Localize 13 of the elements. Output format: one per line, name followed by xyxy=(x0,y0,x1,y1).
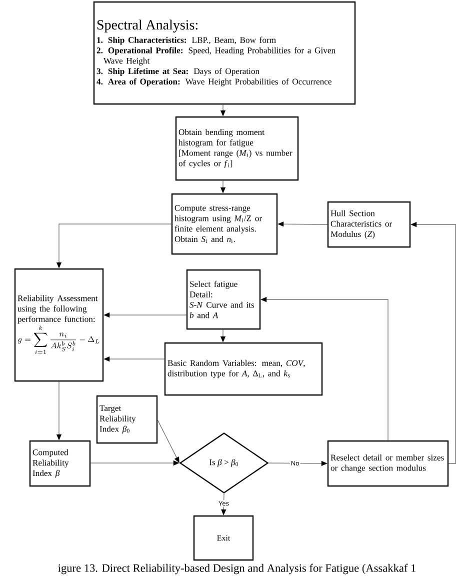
analysis-box: Spectral Analysis: 1. Ship Characteristics: LBP., Beam, Bow form 2. Operational Profile: Speed, Heading Probabilities for a Given Wave Height 3. Ship Lifetime at Sea: Days of Operation 4. Area of Operation: Wave Height Probabilities of Occurrence xyxy=(93,1,356,105)
exit-box: Exit xyxy=(193,515,254,561)
process-box: Computed Reliability Index β xyxy=(29,440,91,487)
process-box: Target Reliability Index β$_{0}$ xyxy=(96,395,158,444)
process-box: Select fatigue Detail: S-N Curve and its b and A xyxy=(186,269,261,330)
caption: igure 13. Direct Reliability-based Design and Analysis for Fatigue (Assakkaf 1 xyxy=(58,564,416,574)
process-box: Reliability Assessment using the following performance function: $g = \sum_{i=1}^{k} \frac{n_i}{A k_S^b S_i^b} - \Delta_L$ xyxy=(14,268,104,382)
process-box: Reselect detail or member sizes or change section modulus xyxy=(327,440,449,487)
arrow xyxy=(157,420,180,463)
process-box: Hull Section Characteristics or Modulus (Z) xyxy=(327,201,411,248)
process-box: Compute stress-range histogram using M$_{i}$/Z or finite element analysis. Obtain S$_{i}$ and n$_{i}$. xyxy=(171,193,278,255)
process-box: Basic Random Variables: mean, COV, distribution type for A, Δ$_{L}$, and k$_{s}$ xyxy=(164,342,323,396)
process-box: Obtain bending moment histogram for fatigue [Moment range (M$_{i}$) vs number of cycles or f$_{i}$] xyxy=(175,116,299,181)
